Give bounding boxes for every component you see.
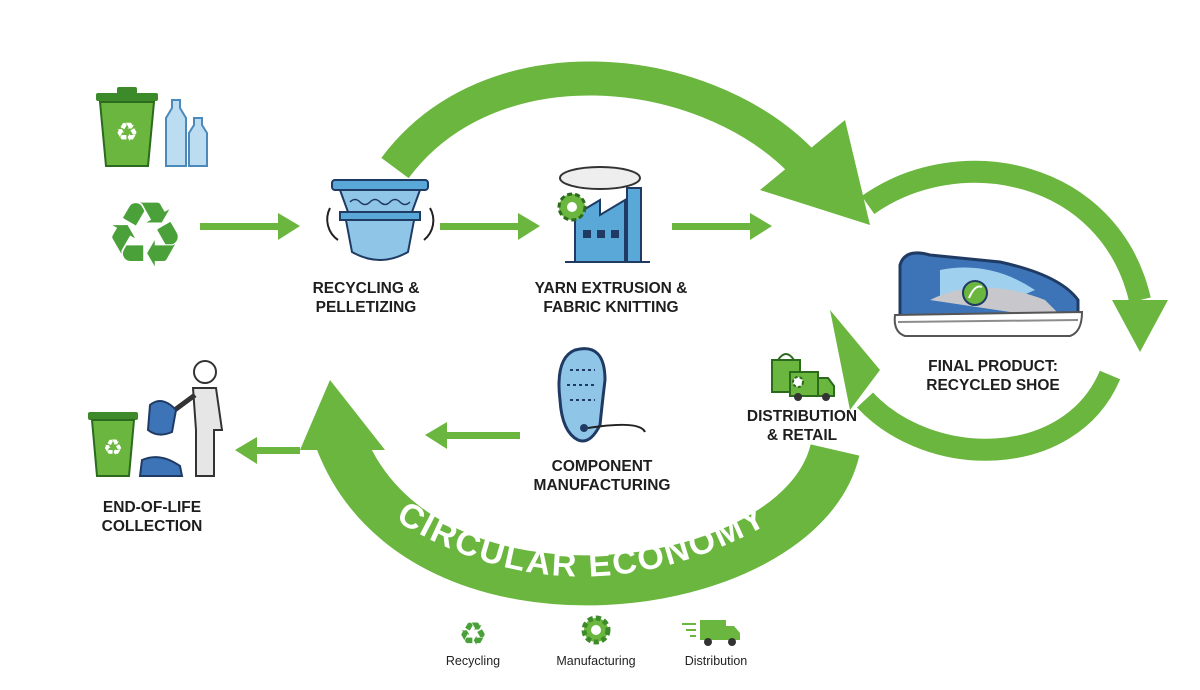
svg-text:♻: ♻	[115, 118, 138, 148]
label-line: RECYCLED SHOE	[926, 377, 1060, 394]
bottom-arc-arrow	[300, 380, 860, 606]
trash-bin-icon: ♻	[96, 87, 158, 167]
pelletizer-machine-icon	[326, 179, 435, 261]
stage-label-final: FINAL PRODUCT: RECYCLED SHOE	[926, 357, 1060, 395]
shoe-cycle-arrow	[830, 160, 1168, 461]
top-arc-arrow	[381, 61, 870, 225]
stage-label-eol: END-OF-LIFE COLLECTION	[102, 498, 203, 536]
stage-label-component: COMPONENT MANUFACTURING	[534, 457, 671, 495]
svg-text:♻: ♻	[459, 615, 488, 653]
label-line: FABRIC KNITTING	[543, 299, 679, 316]
stage-label-recycling: RECYCLING & PELLETIZING	[313, 279, 420, 317]
legend-label-recycling: Recycling	[445, 654, 501, 668]
label-line: RECYCLING &	[312, 280, 420, 297]
recycle-icon: ♻	[105, 183, 186, 288]
legend-truck-icon	[682, 620, 740, 646]
label-line: YARN EXTRUSION &	[534, 280, 688, 297]
recycled-shoe-icon	[893, 251, 1084, 337]
stage-label-distribution: DISTRIBUTION & RETAIL	[747, 407, 857, 445]
label-line: COLLECTION	[101, 518, 203, 535]
legend-label-distribution: Distribution	[684, 654, 748, 668]
factory-icon	[557, 166, 650, 263]
label-line: MANUFACTURING	[533, 477, 671, 494]
disposal-person-icon: ♻	[88, 360, 224, 477]
legend-recycle-icon: ♻	[459, 615, 488, 653]
svg-text:♻: ♻	[105, 183, 186, 288]
stage-label-yarn: YARN EXTRUSION & FABRIC KNITTING	[535, 279, 688, 317]
label-line: PELLETIZING	[315, 299, 417, 316]
plastic-bottles-icon	[165, 99, 208, 167]
svg-text:♻: ♻	[103, 436, 123, 461]
shoe-sole-icon	[557, 347, 646, 443]
label-line: END-OF-LIFE	[102, 499, 202, 516]
label-line: DISTRIBUTION	[746, 408, 858, 425]
legend-gear-icon	[581, 615, 611, 645]
label-line: & RETAIL	[766, 427, 838, 444]
legend-label-manufacturing: Manufacturing	[556, 654, 636, 668]
flow-arrows	[200, 213, 772, 464]
label-line: FINAL PRODUCT:	[928, 358, 1058, 375]
distribution-truck-icon	[771, 353, 835, 401]
label-line: COMPONENT	[551, 458, 653, 475]
